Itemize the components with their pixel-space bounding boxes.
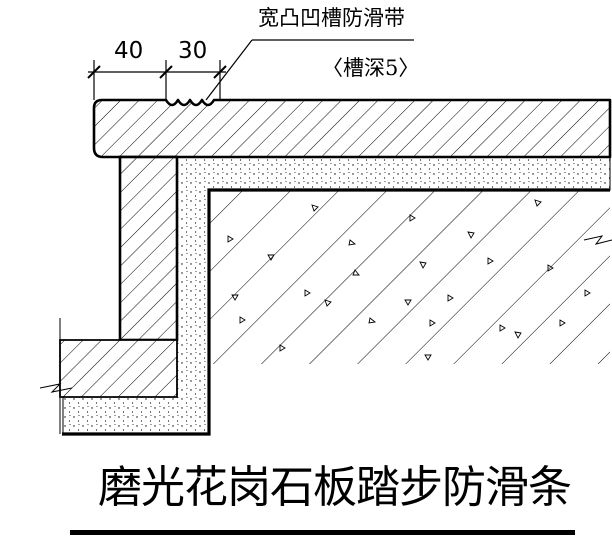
- concrete-base: [209, 190, 610, 364]
- break-symbol-left: [39, 318, 73, 434]
- annotation-sub: 〈槽深5〉: [322, 56, 420, 80]
- annotation-main: 宽凸凹槽防滑带: [258, 6, 405, 30]
- granite-riser: [118, 155, 179, 342]
- dimension-label-first: 40: [114, 38, 144, 64]
- drawing-title: 磨光花岗石板踏步防滑条: [98, 462, 572, 513]
- title-underline: [70, 530, 575, 535]
- dimension-line: [87, 60, 227, 100]
- structure-outline: [62, 188, 610, 436]
- leader-line: [205, 39, 414, 101]
- break-symbol-right: [583, 235, 612, 245]
- dimension-label-second: 30: [178, 38, 208, 64]
- lower-step-slab: [59, 339, 178, 398]
- granite-tread: [92, 98, 612, 159]
